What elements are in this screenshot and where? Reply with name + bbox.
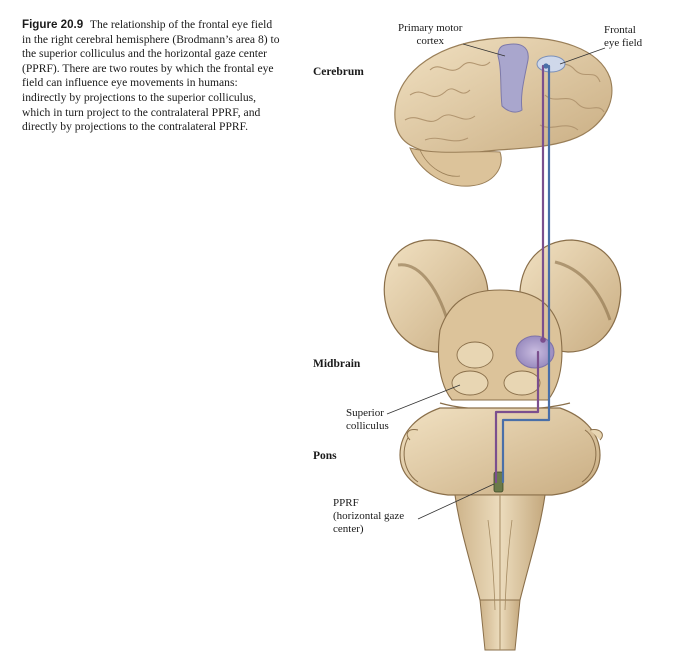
frontal-eye-field-line2: eye field xyxy=(604,37,643,49)
primary-motor-cortex-line2: cortex xyxy=(416,35,444,47)
cerebrum-label: Cerebrum xyxy=(313,66,364,78)
pprf-line2: (horizontal gaze xyxy=(333,510,405,522)
brainstem-illustration xyxy=(383,239,622,651)
pathway-lines xyxy=(494,63,551,484)
superior-colliculus-highlight xyxy=(515,335,555,369)
superior-colliculus-line2: colliculus xyxy=(346,420,389,432)
cerebrum-illustration xyxy=(394,36,613,187)
pprf-label: PPRF (horizontal gaze center) xyxy=(333,497,404,536)
frontal-eye-field-line1: Frontal xyxy=(604,24,636,36)
superior-colliculus-line1: Superior xyxy=(346,407,384,419)
primary-motor-cortex-label: Primary motor cortex xyxy=(398,22,462,48)
midbrain-label: Midbrain xyxy=(313,358,361,370)
superior-colliculus-label: Superior colliculus xyxy=(346,407,389,433)
figure-caption: Figure 20.9 The relationship of the fron… xyxy=(22,18,284,135)
figure-number: Figure 20.9 xyxy=(22,18,84,31)
primary-motor-cortex-line1: Primary motor xyxy=(398,22,463,34)
frontal-eye-field-label: Frontal eye field xyxy=(604,24,642,50)
pons-label: Pons xyxy=(313,450,337,462)
label-leader-lines xyxy=(386,43,606,520)
pprf-line3: center) xyxy=(333,523,364,535)
caption-text: The relationship of the frontal eye fiel… xyxy=(22,18,280,134)
pprf-line1: PPRF xyxy=(333,497,359,509)
